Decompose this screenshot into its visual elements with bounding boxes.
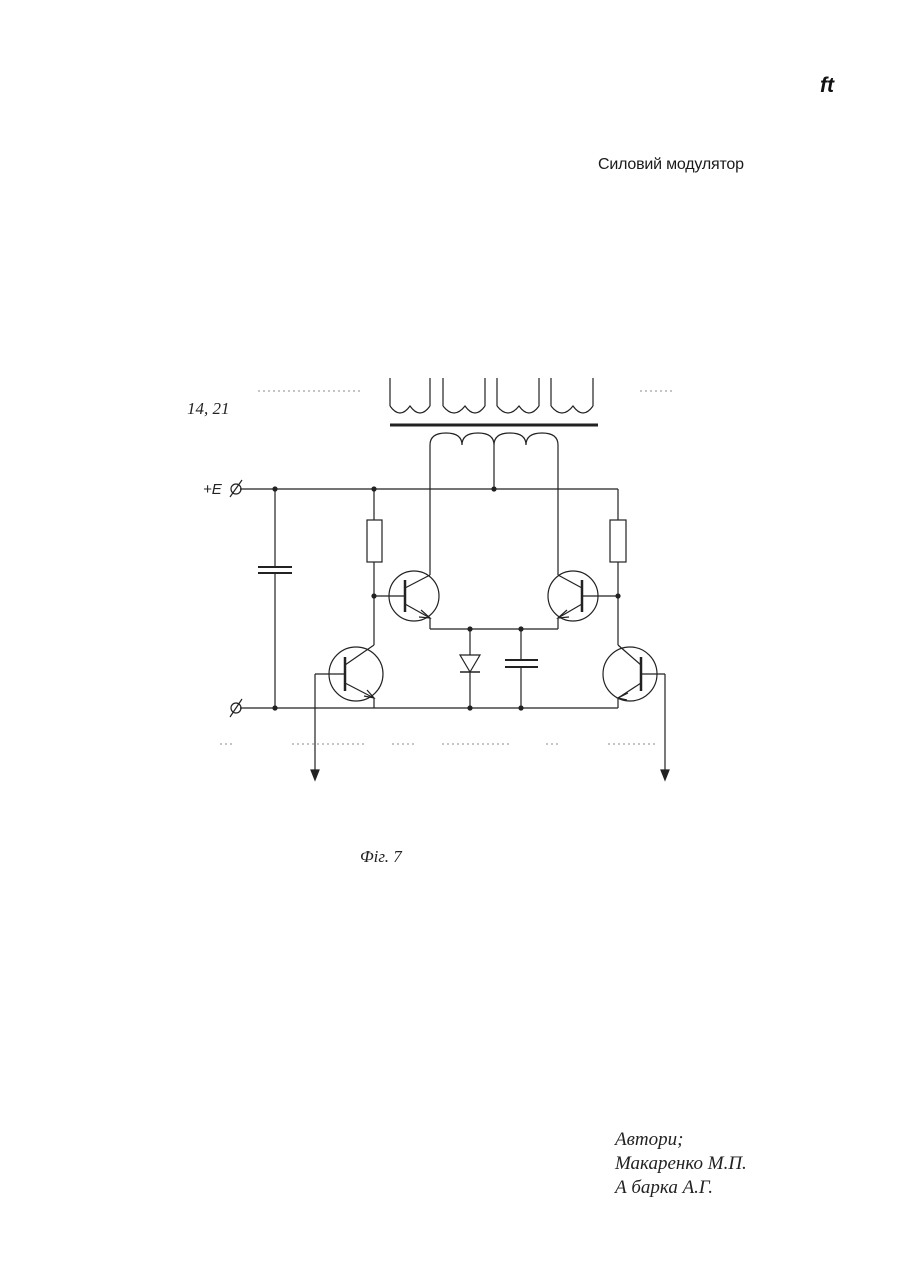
left-resistor (367, 520, 382, 593)
primary-winding (430, 433, 558, 575)
secondary-winding (390, 378, 593, 413)
figure-caption: Фіг. 7 (360, 847, 402, 867)
supply-rail (240, 489, 618, 520)
author-name: А барка А.Г. (615, 1176, 747, 1200)
right-upper-transistor (548, 571, 618, 629)
left-lower-transistor (311, 645, 383, 780)
mid-capacitor (505, 629, 538, 708)
supply-terminal-label: +E (203, 481, 223, 498)
input-capacitor (258, 489, 292, 708)
diode (460, 629, 480, 708)
authors-block: Автори; Макаренко М.П. А барка А.Г. (615, 1128, 747, 1200)
right-resistor (610, 520, 626, 593)
authors-heading: Автори; (615, 1128, 747, 1152)
author-name: Макаренко М.П. (615, 1152, 747, 1176)
left-upper-transistor (374, 571, 439, 629)
junction-dots (272, 486, 620, 710)
right-lower-transistor (603, 645, 669, 780)
